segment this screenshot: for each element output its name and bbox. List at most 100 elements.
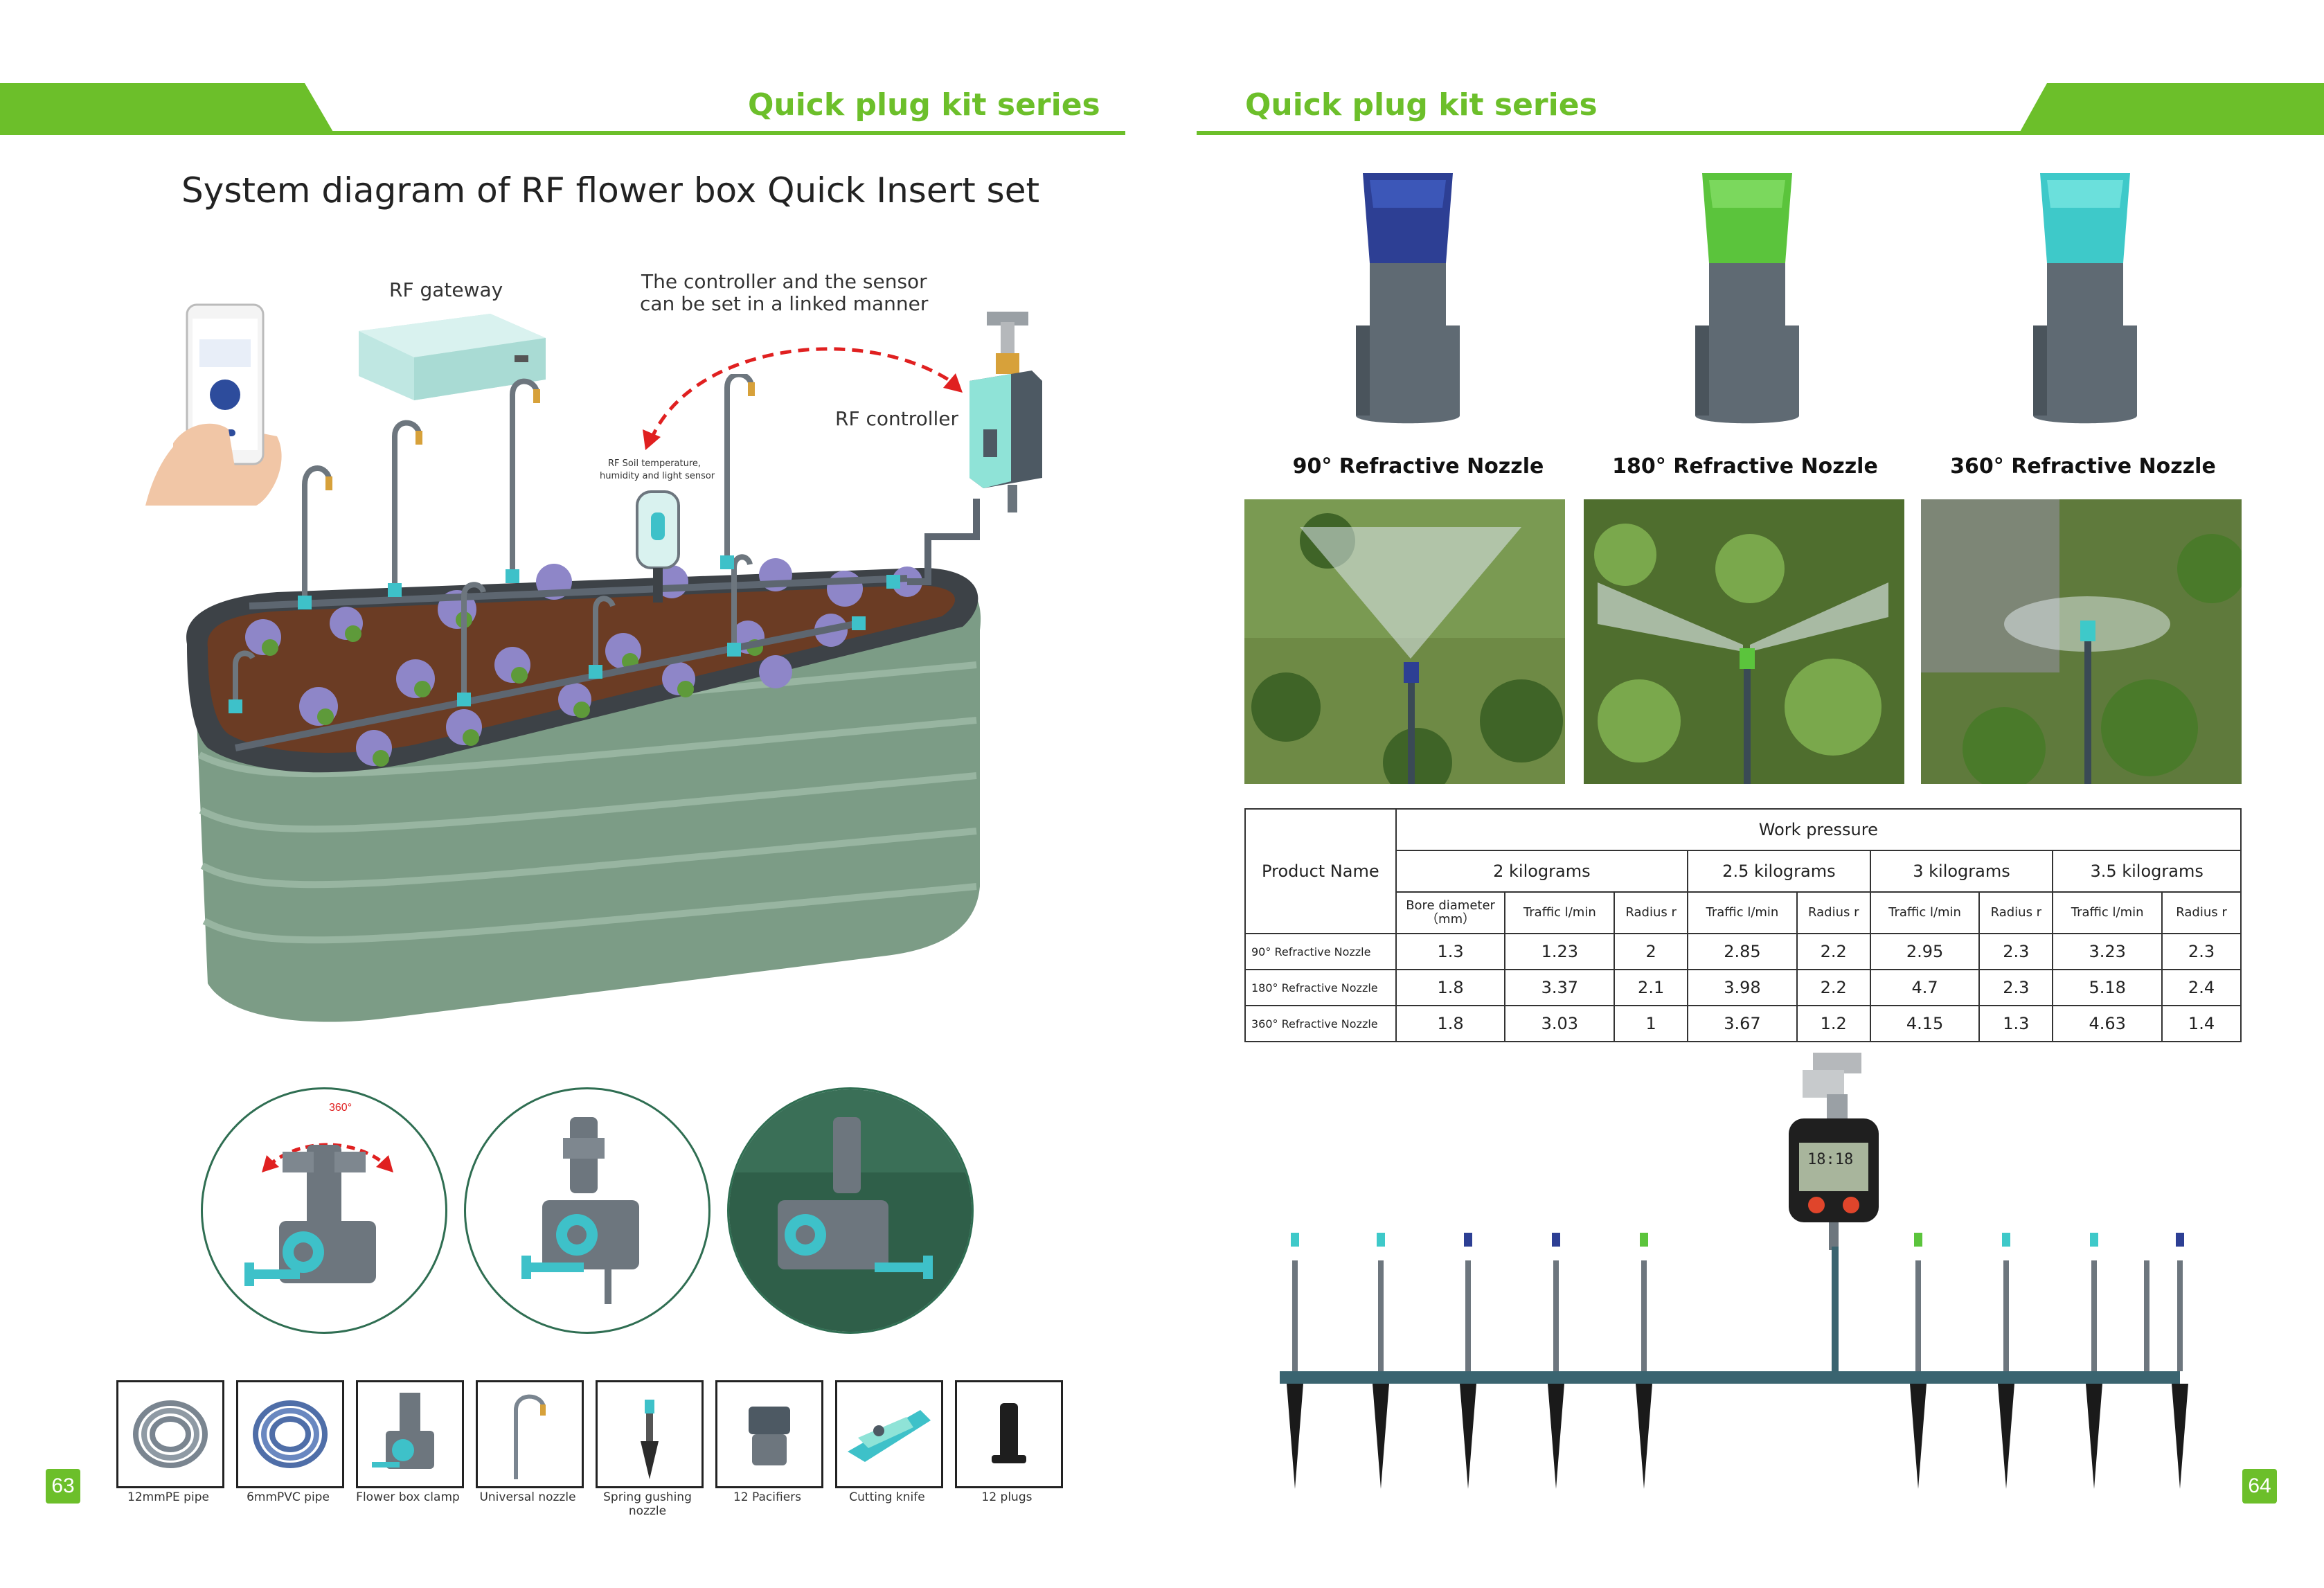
rf-controller-image — [969, 312, 1042, 512]
radius-header: Radius r — [2161, 891, 2242, 934]
row-product-name: 180° Refractive Nozzle — [1244, 969, 1397, 1006]
spray-photo-360 — [1921, 499, 2242, 784]
table-row: 180° Refractive Nozzle 1.8 3.37 2.1 3.98… — [1244, 969, 2242, 1006]
accessory-box-5 — [596, 1380, 704, 1488]
drip-system-image — [1280, 1053, 2188, 1489]
left-page: Quick plug kit series System diagram of … — [0, 83, 1125, 1518]
right-header-title: Quick plug kit series — [1245, 87, 1598, 123]
accessory-label-8: 12 plugs — [981, 1490, 1033, 1504]
cell: 2.95 — [1869, 933, 1981, 970]
cell: 3.37 — [1504, 969, 1616, 1006]
rf-gateway-image — [359, 314, 546, 400]
cell: 3.03 — [1504, 1005, 1616, 1042]
spray-photo-90 — [1244, 499, 1565, 784]
sensor-label-line1: RF Soil temperature, — [608, 458, 701, 469]
cell: 1.3 — [1978, 1005, 2054, 1042]
nozzle-90-label: 90° Refractive Nozzle — [1292, 454, 1544, 479]
cell: 1 — [1614, 1005, 1689, 1042]
accessory-label-5: Spring gushing nozzle — [603, 1490, 692, 1518]
pressure-2-5kg: 2.5 kilograms — [1687, 850, 1871, 893]
accessory-box-1 — [116, 1380, 224, 1488]
clamp-icon — [372, 1393, 434, 1469]
cell: 3.23 — [2052, 933, 2163, 970]
spec-table: Product Name Work pressure 2 kilograms 2… — [1244, 808, 2242, 1042]
cell: 1.8 — [1395, 969, 1506, 1006]
clamp-detail-mounted — [727, 1087, 974, 1334]
nozzle-icon — [514, 1394, 546, 1479]
cell: 2.2 — [1796, 969, 1871, 1006]
row-product-name: 90° Refractive Nozzle — [1244, 933, 1397, 970]
gateway-label: RF gateway — [389, 278, 503, 301]
page-title: System diagram of RF flower box Quick In… — [181, 170, 1040, 211]
spray-photo-180 — [1584, 499, 1904, 784]
timer-display: 18:18 — [1807, 1151, 1854, 1168]
cell: 4.63 — [2052, 1005, 2163, 1042]
clamp-detail-side — [464, 1087, 710, 1334]
cell: 1.23 — [1504, 933, 1616, 970]
clamp-rotate-icon — [244, 1143, 393, 1286]
phone-in-hand-image — [145, 303, 282, 506]
linked-label-line1: The controller and the sensor — [641, 270, 927, 293]
cell: 2.1 — [1614, 969, 1689, 1006]
left-header-band — [0, 83, 1125, 135]
clamp-detail-rotate: 360° — [201, 1087, 447, 1334]
product-name-header: Product Name — [1244, 808, 1397, 934]
right-page: Quick plug kit series 90° Refractive Noz… — [1162, 0, 2324, 1588]
radius-header: Radius r — [1796, 891, 1871, 934]
flower-box-system-image — [186, 374, 981, 1022]
cell: 3.67 — [1687, 1005, 1798, 1042]
cell: 2.85 — [1687, 933, 1798, 970]
cutter-icon — [848, 1410, 931, 1462]
coiled-pipe-icon — [133, 1400, 208, 1468]
stake-nozzle-icon — [641, 1400, 659, 1479]
work-pressure-header: Work pressure — [1395, 808, 2242, 851]
linked-arrow — [643, 347, 963, 450]
cell: 4.7 — [1869, 969, 1981, 1006]
cell: 2 — [1614, 933, 1689, 970]
cell: 2.4 — [2161, 969, 2242, 1006]
right-page-number: 64 — [2242, 1469, 2277, 1504]
controller-label: RF controller — [835, 407, 959, 430]
clamp-side-icon — [521, 1117, 639, 1304]
cell: 2.3 — [2161, 933, 2242, 970]
accessory-label-7: Cutting knife — [849, 1490, 925, 1504]
accessory-box-6 — [715, 1380, 823, 1488]
cell: 3.98 — [1687, 969, 1798, 1006]
nozzle-180-label: 180° Refractive Nozzle — [1612, 454, 1878, 479]
coiled-pipe-icon — [253, 1400, 328, 1468]
table-row: 90° Refractive Nozzle 1.3 1.23 2 2.85 2.… — [1244, 933, 2242, 970]
radius-header: Radius r — [1978, 891, 2054, 934]
traffic-header: Traffic l/min — [1869, 891, 1981, 934]
nozzle-360-image — [2033, 173, 2137, 424]
accessory-box-7 — [835, 1380, 943, 1488]
pressure-2kg: 2 kilograms — [1395, 850, 1689, 893]
accessory-box-4 — [476, 1380, 584, 1488]
left-header-title: Quick plug kit series — [748, 87, 1100, 123]
row-product-name: 360° Refractive Nozzle — [1244, 1005, 1397, 1042]
plug-icon — [992, 1403, 1026, 1463]
left-page-number: 63 — [46, 1469, 80, 1504]
traffic-header: Traffic l/min — [2052, 891, 2163, 934]
cell: 5.18 — [2052, 969, 2163, 1006]
accessory-label-4: Universal nozzle — [479, 1490, 576, 1504]
nozzle-180-image — [1695, 173, 1799, 424]
right-header-band — [1197, 83, 2324, 135]
accessory-label-3: Flower box clamp — [356, 1490, 460, 1504]
nozzle-90-image — [1356, 173, 1460, 424]
pressure-3-5kg: 3.5 kilograms — [2052, 850, 2242, 893]
accessory-box-8 — [955, 1380, 1063, 1488]
accessory-label-6: 12 Pacifiers — [733, 1490, 802, 1504]
traffic-header: Traffic l/min — [1504, 891, 1616, 934]
nozzle-360-label: 360° Refractive Nozzle — [1950, 454, 2216, 479]
radius-header: Radius r — [1614, 891, 1689, 934]
rotation-label: 360° — [329, 1102, 352, 1114]
accessory-box-2 — [236, 1380, 344, 1488]
cell: 2.3 — [1978, 933, 2054, 970]
cell: 1.2 — [1796, 1005, 1871, 1042]
pacifier-icon — [749, 1407, 790, 1465]
clamp-mounted-icon — [729, 1089, 972, 1332]
accessory-label-1: 12mmPE pipe — [127, 1490, 209, 1504]
linked-label-line2: can be set in a linked manner — [640, 292, 929, 315]
cell: 1.3 — [1395, 933, 1506, 970]
accessory-label-2: 6mmPVC pipe — [247, 1490, 330, 1504]
